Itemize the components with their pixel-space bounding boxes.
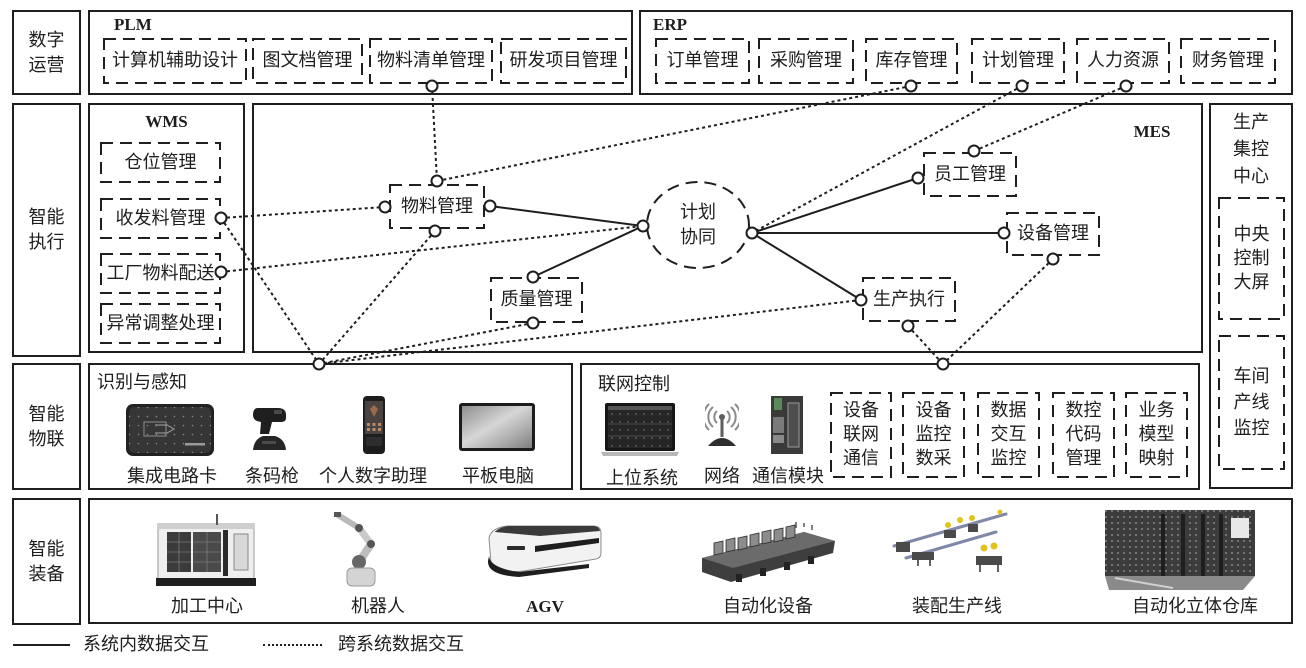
wms-title: WMS	[145, 112, 188, 131]
network-panel	[580, 363, 1200, 490]
network-function-device-monitoring: 设备 监控 数采	[915, 400, 952, 469]
erp-module-order: 订单管理	[666, 50, 739, 71]
legend-solid-label: 系统内数据交互	[83, 634, 209, 655]
control-module-central-screen: 中央 控制 大屏	[1233, 223, 1270, 293]
device-label-host-computer: 上位系统	[606, 468, 678, 489]
communication-module-icon	[771, 396, 803, 454]
agv-icon	[487, 525, 602, 577]
device-label-tablet: 平板电脑	[462, 466, 534, 487]
legend-dotted-line-sample	[263, 644, 322, 646]
plm-module-rd-project: 研发项目管理	[509, 50, 618, 71]
equipment-label-assembly-line: 装配生产线	[912, 596, 1002, 617]
layer-label-smart-execution: 智能 执行	[12, 103, 81, 357]
pda-phone-icon	[363, 396, 385, 454]
erp-module-finance: 财务管理	[1192, 50, 1264, 71]
automated-warehouse-icon	[1105, 510, 1255, 590]
barcode-scanner-icon	[253, 408, 286, 450]
mes-module-quality: 质量管理	[500, 289, 573, 310]
industrial-robot-icon	[334, 512, 376, 587]
network-function-data-exchange: 数据 交互 监控	[990, 400, 1027, 469]
mes-title: MES	[1133, 122, 1171, 141]
equipment-label-automation-equipment: 自动化设备	[723, 596, 813, 617]
erp-title: ERP	[653, 15, 687, 34]
network-function-business-model: 业务 模型 映射	[1138, 400, 1175, 469]
equipment-panel	[88, 498, 1293, 624]
plm-module-document: 图文档管理	[262, 50, 353, 71]
plm-panel	[88, 10, 633, 95]
network-function-device-networking: 设备 联网 通信	[843, 400, 879, 469]
plm-module-cad: 计算机辅助设计	[112, 50, 238, 71]
legend-dotted-label: 跨系统数据交互	[338, 634, 464, 655]
erp-module-purchasing: 采购管理	[770, 50, 842, 71]
wms-module-exception: 异常调整处理	[106, 312, 215, 334]
device-label-barcode-scanner: 条码枪	[245, 466, 299, 487]
wms-module-location: 仓位管理	[124, 151, 197, 173]
host-computer-icon	[601, 403, 679, 456]
layer-label-digital-operations: 数字 运营	[12, 10, 81, 95]
layer-label-smart-equipment: 智能 装备	[12, 498, 81, 625]
erp-module-inventory: 库存管理	[875, 50, 948, 71]
plm-module-bom: 物料清单管理	[377, 50, 485, 71]
mes-module-production: 生产执行	[873, 288, 945, 310]
equipment-label-machining-center: 加工中心	[171, 596, 243, 617]
plm-title: PLM	[114, 15, 152, 34]
automation-equipment-icon	[702, 522, 835, 582]
mes-planning-hub-label: 计划 协同	[680, 202, 716, 248]
equipment-label-robot: 机器人	[351, 596, 405, 617]
control-module-line-monitoring: 车间 产线 监控	[1233, 365, 1270, 439]
network-function-nc-code: 数控 代码 管理	[1065, 400, 1102, 469]
legend-solid-line-sample	[13, 644, 70, 646]
device-label-communication-module: 通信模块	[752, 466, 824, 487]
mes-module-equipment: 设备管理	[1017, 223, 1089, 244]
device-label-network: 网络	[704, 466, 740, 487]
control-center-title: 生产 集控 中心	[1233, 112, 1269, 187]
control-center-panel	[1209, 103, 1293, 489]
equipment-label-agv: AGV	[526, 597, 564, 616]
wms-module-distribution: 工厂物料配送	[106, 262, 215, 284]
tablet-icon	[459, 403, 535, 451]
network-title: 联网控制	[598, 374, 670, 395]
layer-label-smart-iot: 智能 物联	[12, 363, 81, 490]
wms-module-receiving: 收发料管理	[115, 207, 206, 229]
erp-module-planning: 计划管理	[982, 50, 1054, 71]
erp-module-hr: 人力资源	[1087, 50, 1159, 71]
device-label-pda: 个人数字助理	[319, 466, 427, 487]
sensing-title: 识别与感知	[97, 372, 187, 393]
assembly-line-icon	[892, 509, 1008, 572]
device-label-ic-card: 集成电路卡	[127, 466, 217, 487]
mes-module-material: 物料管理	[401, 195, 473, 217]
machining-center-icon	[156, 514, 256, 586]
wireless-antenna-icon	[705, 403, 739, 446]
mes-module-staff: 员工管理	[934, 163, 1006, 185]
equipment-label-automated-warehouse: 自动化立体仓库	[1132, 596, 1258, 617]
ic-card-reader-icon	[126, 404, 214, 456]
